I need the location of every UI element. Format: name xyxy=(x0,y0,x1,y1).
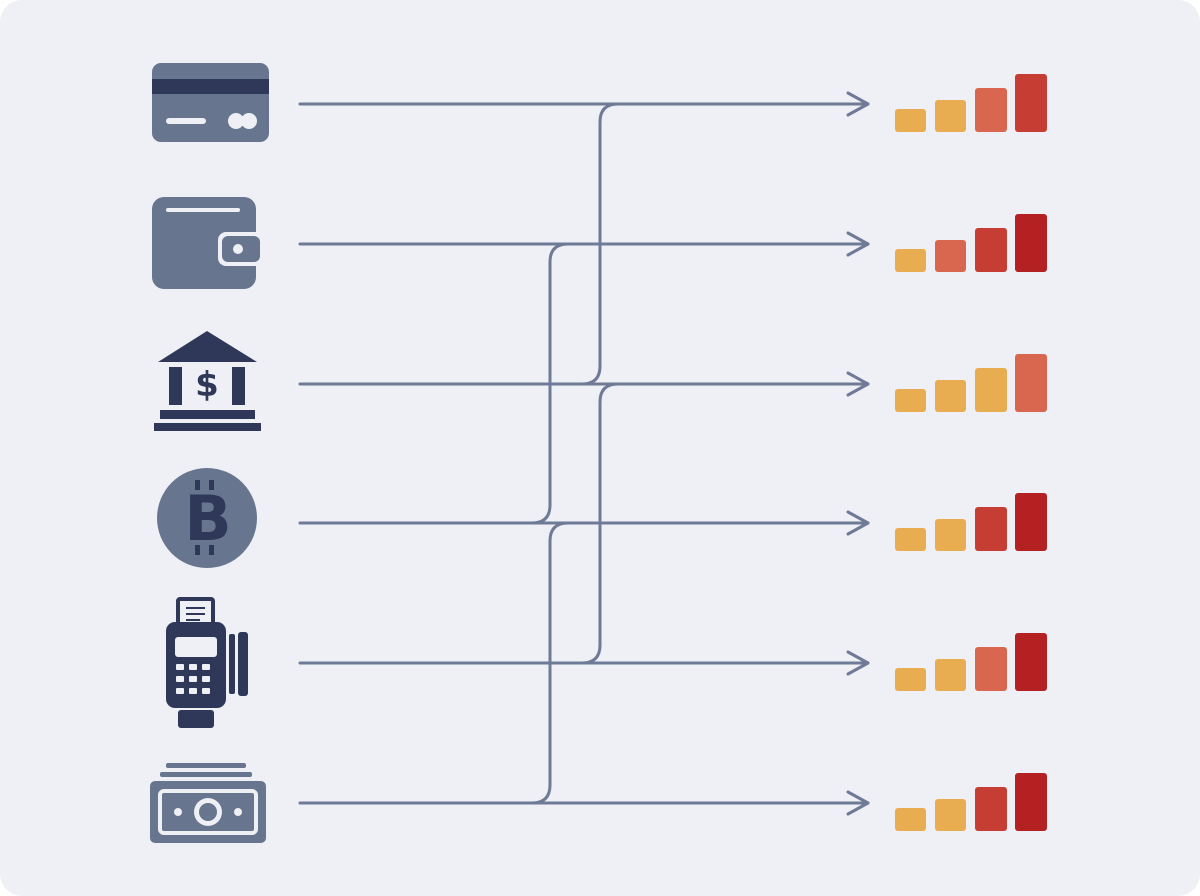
pos-terminal-icon xyxy=(166,597,248,728)
credit-card-icon xyxy=(152,63,269,142)
bank-icon: $ xyxy=(154,331,261,431)
cash-icon xyxy=(150,763,266,843)
wallet-icon xyxy=(152,197,264,289)
svg-text:$: $ xyxy=(195,365,219,405)
cross-link-2-to-4 xyxy=(530,242,570,525)
cross-link-1-to-3 xyxy=(580,102,620,386)
cross-link-3-to-5 xyxy=(580,382,620,665)
risk-bar-row3-4 xyxy=(1015,354,1047,412)
risk-bar-row3-2 xyxy=(935,380,966,412)
arrowhead-6 xyxy=(846,790,870,816)
arrowhead-1 xyxy=(846,91,870,117)
svg-text:B: B xyxy=(184,482,231,555)
arrowhead-2 xyxy=(846,231,870,257)
cross-link-4-to-6 xyxy=(530,521,570,805)
arrowheads xyxy=(846,91,870,816)
arrowhead-4 xyxy=(846,510,870,536)
risk-bar-row5-2 xyxy=(935,659,966,691)
risk-bar-row5-4 xyxy=(1015,633,1047,691)
risk-bar-row6-2 xyxy=(935,799,966,831)
risk-bar-row1-1 xyxy=(895,109,926,132)
risk-bar-row1-2 xyxy=(935,100,966,132)
risk-bar-row6-4 xyxy=(1015,773,1047,831)
risk-bar-row3-1 xyxy=(895,389,926,412)
risk-bar-row2-4 xyxy=(1015,214,1047,272)
risk-bar-row6-1 xyxy=(895,808,926,831)
risk-bar-row3-3 xyxy=(975,368,1007,412)
arrowhead-5 xyxy=(846,650,870,676)
risk-bar-row2-3 xyxy=(975,228,1007,272)
risk-bar-row4-3 xyxy=(975,507,1007,551)
risk-bar-row4-4 xyxy=(1015,493,1047,551)
arrowhead-3 xyxy=(846,371,870,397)
risk-bar-row5-3 xyxy=(975,647,1007,691)
risk-bar-row1-4 xyxy=(1015,74,1047,132)
risk-bar-row2-1 xyxy=(895,249,926,272)
risk-bar-row2-2 xyxy=(935,240,966,272)
risk-bar-row6-3 xyxy=(975,787,1007,831)
risk-bar-row4-1 xyxy=(895,528,926,551)
risk-bar-row5-1 xyxy=(895,668,926,691)
risk-bar-row1-3 xyxy=(975,88,1007,132)
bitcoin-icon: B xyxy=(157,468,257,568)
risk-level-bars xyxy=(895,74,1047,831)
connector-lines xyxy=(298,102,870,805)
risk-bar-row4-2 xyxy=(935,519,966,551)
